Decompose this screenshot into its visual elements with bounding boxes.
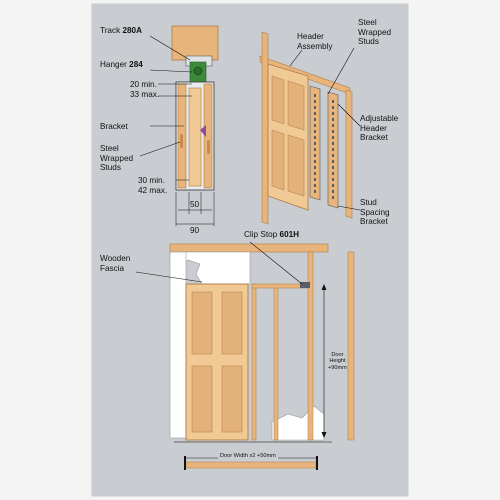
diagram-sheet: Track 280A Hanger 284 20 min. 33 max. Br… [92,4,408,496]
left-jamb-post [261,31,269,225]
door-inset-3 [271,129,285,191]
leader-track [149,35,191,61]
door-leaf-section [188,87,202,187]
door-panel-tr [221,291,243,355]
clip-stop-601h [300,282,310,288]
door-panel-br [221,365,243,433]
hanger-label: Hanger 284 [100,60,143,69]
bracket-label: Bracket [100,122,128,131]
hanger-wheel [193,66,203,76]
dim-90-label: 90 [190,226,200,235]
stud-slot-left [180,134,183,148]
header-timber [171,25,219,61]
clip-stop-rail [251,283,309,289]
wooden-fascia-top [169,243,329,253]
pocket-stud-2 [273,283,279,441]
leader-hanger [149,69,193,73]
dim-50-label: 50 [190,200,200,209]
elevation-diagram [135,241,355,470]
dim-tick-right [316,456,318,470]
right-stud-timber [203,83,213,189]
track-label: Track 280A [100,26,143,35]
wall-lower-right [271,405,325,441]
door-width-label: Door Width x2 +50mm [218,453,278,460]
door-inset-2 [287,80,305,131]
clip-stop-label: Clip Stop 601H [244,230,300,239]
door-panel-bl [191,365,213,433]
leader-fascia [135,271,203,283]
door-panel-tl [191,291,213,355]
gap-min-label: 30 min. [138,176,165,185]
pocket-assembly-diagram [259,31,361,225]
door-inset-1 [271,75,285,125]
door-inset-4 [287,134,305,197]
leader-clip-stop [249,241,303,285]
stud-slot-right [207,140,210,154]
jamb-right [347,251,355,441]
leader-header [289,49,303,67]
pocket-stud-3 [307,251,314,441]
bracket-part [200,125,206,137]
cross-section-diagram [139,25,219,226]
clearance-max-label: 33 max. [130,90,160,99]
wall-left [169,251,187,439]
leader-adjustable [337,103,361,127]
right-jamb-post [345,89,353,219]
leader-steel-studs [327,47,355,95]
arrow-top [321,284,327,290]
dim-tick-left [184,456,186,470]
pocket-stud-1 [251,283,257,441]
arrow-bottom [321,432,327,438]
leader-stud-spacing [337,205,361,211]
leader-studs [139,141,181,157]
door-width-bar [185,461,317,469]
gap-max-label: 42 max. [138,186,168,195]
diagram-canvas [135,25,361,470]
clearance-min-label: 20 min. [130,80,157,89]
